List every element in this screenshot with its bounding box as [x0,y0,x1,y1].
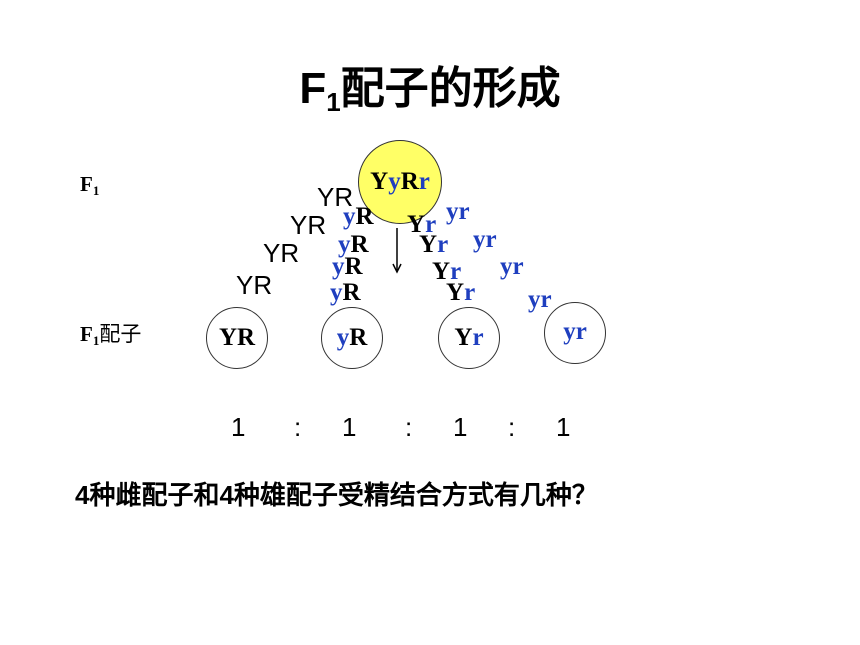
parent-circle [358,140,442,224]
stack-lower-y-R-4: yR [330,279,361,306]
stack-Y-lower-r-2: Yr [419,231,449,258]
stack-lower-y-R-1: yR [343,203,374,230]
gamete-circle-yR [321,307,383,369]
ratio-colon-2: : [405,412,413,442]
ratio-value-2: 1 [342,412,357,442]
gamete-circle-YR [206,307,268,369]
stack-lower-y-R-2: yR [338,231,369,258]
ratio-value-4: 1 [556,412,571,442]
gamete-yr: yr [563,318,587,345]
down-arrow-icon [392,228,402,274]
stack-Y-lower-r-3: Yr [432,258,462,285]
stack-yr-rec-3: yr [500,253,524,280]
ratio-value-3: 1 [453,412,468,442]
gamete-YR: YR [218,324,256,351]
stack-yr-rec-1: yr [446,198,470,225]
f1-label: F1 [80,172,100,198]
stack-lower-y-R-3: yR [332,253,363,280]
stack-yr-dom-3: YR [263,238,300,268]
stack-Y-lower-r-4: Yr [446,279,476,306]
ratio-colon-1: : [294,412,302,442]
gamete-circle-yr [544,302,606,364]
stack-yr-dom-4: YR [236,270,273,300]
stack-yr-dom-2: YR [290,210,327,240]
parent-genotype: YyRr [370,168,430,195]
gamete-yR: yR [336,324,368,351]
f1-gametes-label: F1配子 [80,322,142,348]
stack-yr-rec-2: yr [473,226,497,253]
stack-yr-rec-4: yr [528,286,552,313]
stack-Y-lower-r-1: Yr [407,211,437,238]
question-text: 4种雌配子和4种雄配子受精结合方式有几种？ [75,480,598,510]
gamete-Yr: Yr [454,324,484,351]
page-title: F1配子的形成 [299,64,561,117]
gamete-circle-Yr [438,307,500,369]
stack-yr-dom-1: YR [317,182,354,212]
ratio-colon-3: : [508,412,516,442]
ratio-value-1: 1 [231,412,246,442]
